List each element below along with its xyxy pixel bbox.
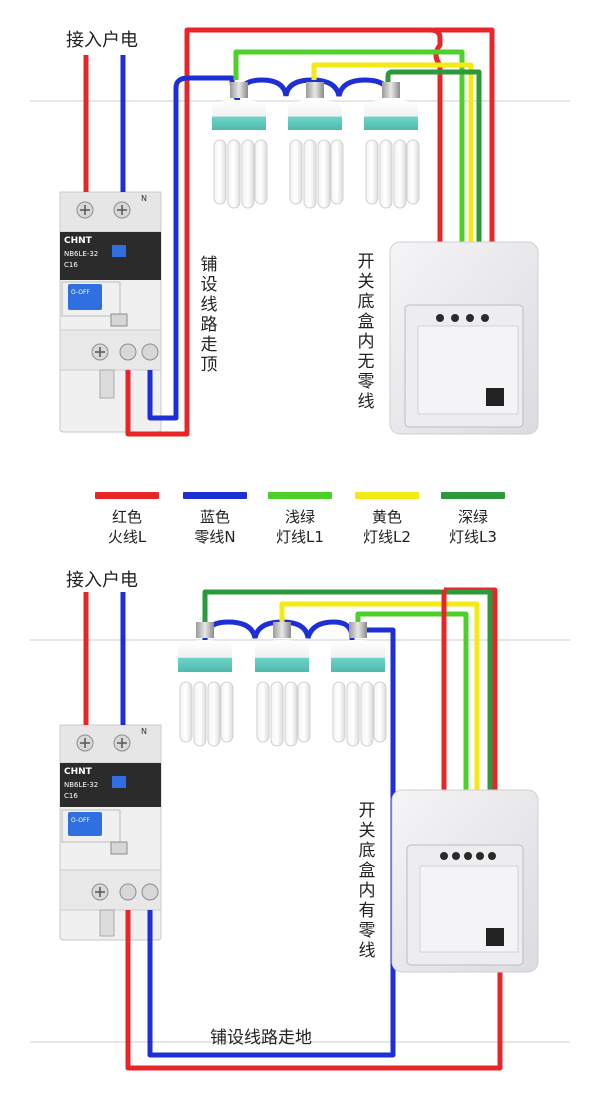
legend-item-dark-green: 深绿 灯线L3 <box>438 492 508 547</box>
legend-bar-dark-green <box>441 492 505 499</box>
legend-item-yellow: 黄色 灯线L2 <box>352 492 422 547</box>
legend-color-name: 蓝色 <box>199 508 230 526</box>
top-breaker-model: NB6LE-32 <box>64 250 98 258</box>
top-route-label: 铺设线路走顶 <box>200 255 218 375</box>
top-breaker-brand: CHNT <box>64 236 93 246</box>
legend-bar-red <box>95 492 159 499</box>
legend-item-blue: 蓝色 零线N <box>180 492 250 547</box>
top-switch-note: 开关底盒内无零线 <box>357 252 375 412</box>
top-breaker-off-label: O-OFF <box>71 289 90 296</box>
top-green-l1-wire <box>233 49 465 300</box>
top-darkgreen-l3-wire <box>385 69 482 300</box>
legend-color-name: 黄色 <box>371 508 402 526</box>
legend-item-red: 红色 火线L <box>92 492 162 547</box>
legend-color-name: 红色 <box>111 508 142 526</box>
top-smart-switch <box>389 241 539 435</box>
top-bulb-3 <box>364 82 420 209</box>
top-red-wire <box>125 27 443 437</box>
top-yellow-l2-wire <box>311 62 474 300</box>
bottom-bulb-3 <box>331 622 387 747</box>
bottom-breaker-brand: CHNT <box>64 767 93 777</box>
bottom-breaker-model: NB6LE-32 <box>64 781 98 789</box>
top-breaker-n-label: N <box>141 194 147 203</box>
bottom-darkgreen-l3-wire <box>202 589 493 855</box>
legend-wire-name: 火线L <box>107 528 147 546</box>
bottom-switch-note: 开关底盒内有零线 <box>358 801 376 961</box>
legend-bar-light-green <box>268 492 332 499</box>
legend-wire-name: 灯线L3 <box>449 528 497 546</box>
bottom-breaker-rating: C16 <box>64 792 78 800</box>
bottom-bulb-1 <box>178 622 234 747</box>
bottom-breaker <box>59 724 162 941</box>
legend-color-name: 浅绿 <box>284 508 315 526</box>
top-power-in-label: 接入户电 <box>66 30 138 51</box>
legend-color-name: 深绿 <box>457 508 488 526</box>
legend-wire-name: 灯线L1 <box>276 528 324 546</box>
bottom-breaker-off-label: O-OFF <box>71 817 90 824</box>
bottom-yellow-l2-wire <box>279 601 480 855</box>
top-bulb-1 <box>212 82 268 209</box>
legend-wire-name: 零线N <box>194 528 236 546</box>
top-red-wire-upper <box>434 27 495 300</box>
legend-bar-yellow <box>355 492 419 499</box>
bottom-smart-switch <box>391 789 539 973</box>
legend-bar-blue <box>183 492 247 499</box>
top-breaker-rating: C16 <box>64 261 78 269</box>
legend-wire-name: 灯线L2 <box>363 528 411 546</box>
bottom-bulb-2 <box>255 622 311 747</box>
bottom-breaker-n-label: N <box>141 727 147 736</box>
bottom-power-in-label: 接入户电 <box>66 570 138 591</box>
top-bulb-2 <box>288 82 344 209</box>
legend-item-light-green: 浅绿 灯线L1 <box>265 492 335 547</box>
top-breaker <box>59 191 162 433</box>
bottom-route-label: 铺设线路走地 <box>210 1028 312 1048</box>
